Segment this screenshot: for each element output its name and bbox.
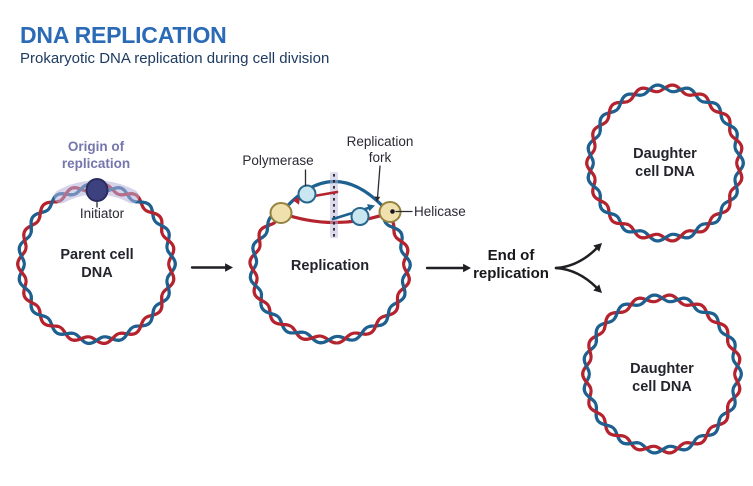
daughter-dna-ring-top [585,83,745,243]
terminus-band [330,172,338,238]
daughter-top-label-line2: cell DNA [635,163,695,180]
daughter-top-label-line1: Daughter [633,146,697,162]
parent-label-line1: Parent cell [60,247,134,263]
origin-of-replication-label: Origin of replication [62,138,130,172]
parent-dna-ring [16,183,177,345]
polymerase-right-icon [350,207,370,226]
replication-dna-ring [248,212,412,345]
end-of-replication-label: End of replication [473,247,549,282]
end-label-line1: End of [487,247,535,264]
helicase-left-icon [269,202,293,224]
daughter-top-label: Daughter cell DNA [633,146,697,181]
origin-label-line1: Origin of [67,139,125,154]
polymerase-left-icon [297,184,317,204]
initiator-protein-icon [85,178,109,208]
flow-arrow-2 [425,263,471,273]
parent-label-line2: DNA [81,264,113,281]
daughter-bottom-label-line2: cell DNA [632,378,692,395]
origin-label-line2: replication [61,156,131,171]
daughter-bottom-label-line1: Daughter [630,361,694,377]
replication-stage-label: Replication [290,258,370,274]
replication-fork-label: Replication fork [347,134,414,166]
end-label-line2: replication [473,264,549,282]
helicase-label: Helicase [414,204,466,219]
daughter-bottom-label: Daughter cell DNA [630,361,694,396]
page-subtitle: Prokaryotic DNA replication during cell … [20,50,330,67]
replication-fork-label-line1: Replication [346,134,414,149]
parent-cell-dna-label: Parent cell DNA [60,247,133,282]
flow-arrow-1 [190,263,233,272]
initiator-label: Initiator [79,206,125,221]
label-pointers [304,165,413,214]
daughter-dna-ring-bottom [581,293,743,455]
split-arrows [554,243,602,293]
page-title: DNA REPLICATION [20,22,227,48]
replication-fork-label-line2: fork [368,150,392,165]
polymerase-label: Polymerase [242,153,314,168]
